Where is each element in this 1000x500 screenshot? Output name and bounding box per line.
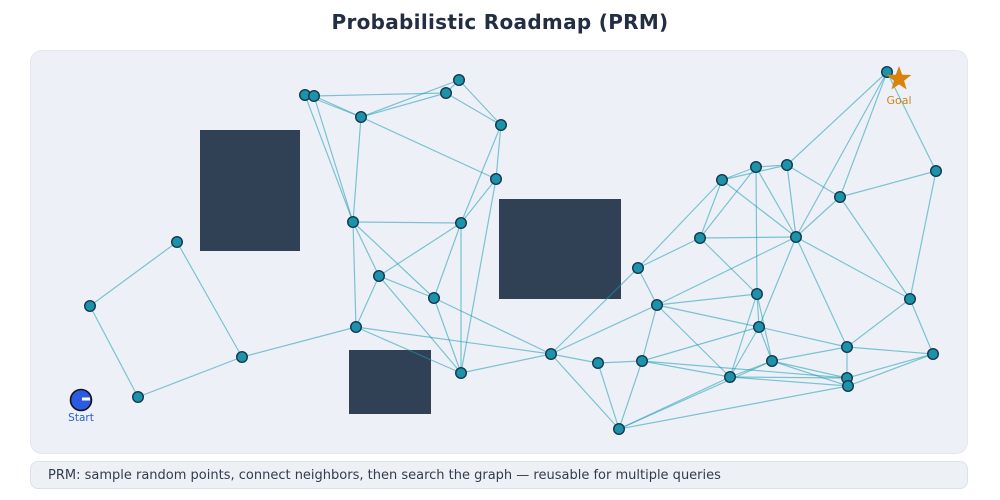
roadmap-canvas — [30, 50, 968, 454]
caption-bar: PRM: sample random points, connect neigh… — [30, 461, 968, 489]
page-title: Probabilistic Roadmap (PRM) — [331, 10, 669, 34]
caption-text: PRM: sample random points, connect neigh… — [48, 467, 721, 483]
